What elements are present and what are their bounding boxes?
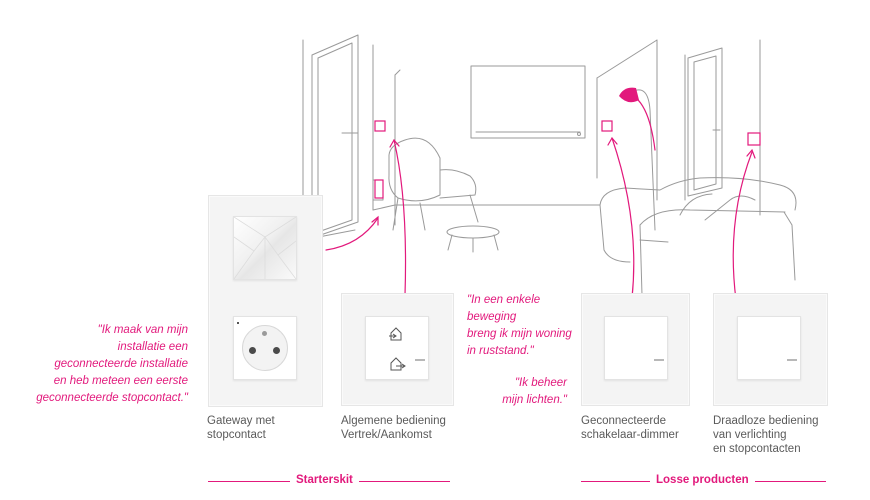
door-left [311,34,359,239]
power-socket-icon [233,316,297,380]
wall-switch-1-icon [374,120,386,132]
home-arrive-icon [388,327,404,346]
quote-installer: "Ik maak van mijn installatie een geconn… [36,324,188,404]
wireless-switch-button[interactable] [737,316,801,380]
right-room-walls [596,39,761,216]
quote-lights: "Ik beheer mijn lichten." [502,377,567,406]
floor-lamp-icon [629,89,669,243]
dimmer-switch-button[interactable] [604,316,668,380]
sofa-icon [599,177,797,296]
status-led [787,359,797,361]
caption-general-control: Algemene bediening Vertrek/Aankomst [341,415,446,441]
status-led [654,359,664,361]
arrow-gateway [325,217,379,251]
armchair-icon [388,137,479,231]
wall-switch-3-icon [747,132,761,146]
quote-movement: "In een enkele beweging breng ik mijn wo… [467,294,572,357]
door-right [687,47,723,197]
arrow-wireless [732,151,753,301]
caption-dimmer: Geconnecteerde schakelaar-dimmer [581,415,679,441]
section-starter-kit: Starterskit [290,474,359,486]
status-led [415,359,425,361]
coffee-table-icon [446,225,500,253]
section-separate-products: Losse producten [650,474,755,486]
lamp-head-icon [619,87,639,103]
caption-gateway: Gateway met stopcontact [207,415,275,441]
arrow-general-control [393,139,407,296]
home-leave-icon [388,357,406,376]
dimmer-plate [581,293,690,406]
wall-switch-2-icon [601,120,613,132]
tv-icon [470,65,586,139]
left-room-walls [302,39,601,241]
general-control-button[interactable] [365,316,429,380]
caption-wireless: Draadloze bediening van verlichting en s… [713,415,819,455]
arrow-dimmer [611,137,635,299]
faceted-gateway-icon [233,216,297,280]
